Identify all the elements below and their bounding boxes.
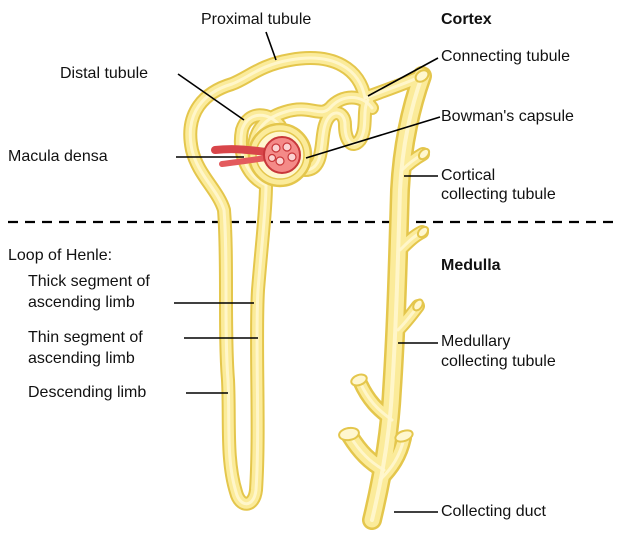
leader-proximal-tubule: [266, 32, 276, 60]
capillary-loop: [269, 155, 276, 162]
label-cortical-2: collecting tubule: [441, 185, 556, 204]
capillary-loop: [276, 157, 284, 165]
capillary-loop: [283, 143, 291, 151]
label-thin-segment-1: Thin segment of: [28, 328, 143, 347]
label-loop-of-henle: Loop of Henle:: [8, 246, 112, 265]
label-proximal-tubule: Proximal tubule: [201, 10, 311, 29]
label-thick-segment-2: ascending limb: [28, 293, 135, 312]
label-macula-densa: Macula densa: [8, 147, 108, 166]
label-connecting-tubule: Connecting tubule: [441, 47, 570, 66]
label-thick-segment-1: Thick segment of: [28, 272, 150, 291]
label-cortex: Cortex: [441, 10, 492, 29]
label-collecting-duct: Collecting duct: [441, 502, 546, 521]
capillary-loop: [288, 153, 296, 161]
label-cortical-1: Cortical: [441, 166, 495, 185]
label-bowmans-capsule: Bowman's capsule: [441, 107, 574, 126]
afferent-arteriole: [215, 149, 266, 152]
capillary-loop: [272, 144, 280, 152]
label-medulla: Medulla: [441, 256, 501, 275]
label-distal-tubule: Distal tubule: [60, 64, 148, 83]
label-thin-segment-2: ascending limb: [28, 349, 135, 368]
label-descending-limb: Descending limb: [28, 383, 146, 402]
label-medullary-2: collecting tubule: [441, 352, 556, 371]
label-medullary-1: Medullary: [441, 332, 510, 351]
